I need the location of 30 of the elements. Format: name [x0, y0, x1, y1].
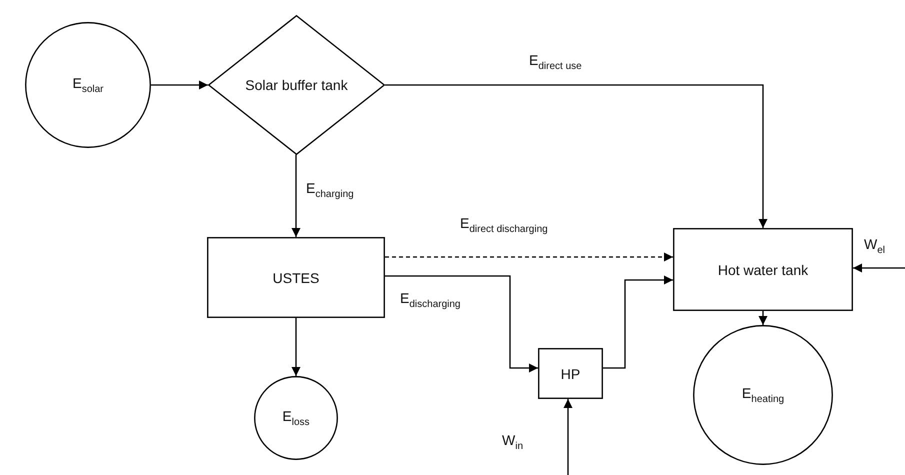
arrow: [385, 252, 673, 262]
edge-label: E$_{direct discharging}$: [458, 215, 550, 235]
arrow: [385, 275, 538, 372]
node-label: USTES: [272, 270, 320, 286]
process-box: [538, 348, 603, 399]
arrow: [151, 80, 208, 90]
process-box: [673, 228, 853, 311]
edge-label: W$_{el}$: [862, 236, 888, 256]
energy-circle: [693, 325, 833, 465]
arrow: [853, 264, 905, 272]
node-label: HP: [560, 366, 580, 382]
energy-circle: [254, 376, 338, 460]
arrow: [758, 311, 768, 325]
tank-diamond: [208, 15, 385, 155]
node-label: E$_{heating}$: [742, 385, 784, 405]
edge-label: E$_{discharging}$: [398, 290, 462, 310]
arrow: [385, 84, 768, 228]
node-label: Hot water tank: [718, 262, 808, 278]
node-label: Solar buffer tank: [245, 77, 348, 93]
edge-label: W$_{in}$: [500, 432, 526, 452]
arrow: [603, 276, 673, 369]
edge-label: E$_{charging}$: [304, 180, 356, 200]
node-label: E$_{solar}$: [72, 75, 104, 95]
node-label: E$_{loss}$: [282, 408, 310, 428]
energy-circle: [25, 22, 151, 148]
arrow: [292, 318, 300, 376]
arrow: [292, 154, 300, 237]
arrow: [564, 399, 572, 475]
process-box: [207, 237, 385, 318]
edge-label: E$_{direct use}$: [527, 52, 584, 72]
